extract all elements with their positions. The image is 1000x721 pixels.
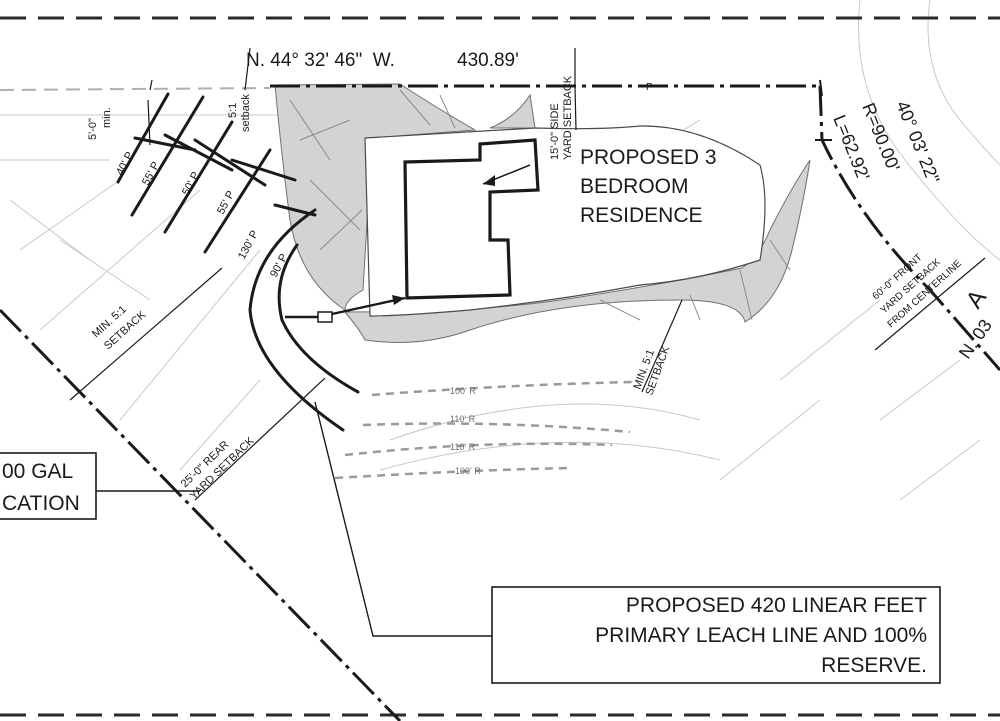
side-yard-setback-line-1: 15'-0" SIDE <box>549 103 561 160</box>
leader-lines <box>96 401 492 637</box>
reserve-label-2: 110' R <box>450 414 476 424</box>
road-bearing-fragment: N. 03 <box>955 316 996 363</box>
leach-note-line-2: PRIMARY LEACH LINE AND 100% <box>595 624 927 647</box>
leach-note-box <box>491 586 941 684</box>
sewer-arrow <box>392 295 405 305</box>
boundary-bearing: N. 44° 32' 46" W. <box>246 50 395 71</box>
residence-footprint <box>403 138 540 300</box>
graded-areas <box>274 83 811 343</box>
tank-note-line-2: CATION <box>2 492 80 515</box>
residence-label-line-2: BEDROOM <box>580 175 689 198</box>
leach-note-line-3: RESERVE. <box>821 654 927 677</box>
residence-arrow <box>483 175 495 186</box>
rear-lot-line <box>0 87 271 91</box>
top-min-line-2: min. <box>101 107 113 128</box>
boundary-distance: 430.89' <box>457 50 519 71</box>
property-lines <box>0 84 1000 721</box>
graded-area-hatch <box>289 89 791 321</box>
side-yard-setback-line-2: YARD SETBACK <box>562 75 574 160</box>
leach-note-line-1: PROPOSED 420 LINEAR FEET <box>626 594 927 617</box>
curve-tick <box>815 79 832 141</box>
building-sewer <box>285 296 406 319</box>
reserve-label-1: 100' R <box>450 386 476 396</box>
primary-label-5: 130' P <box>236 229 261 262</box>
residence-label-line-3: RESIDENCE <box>580 204 703 227</box>
building-pad <box>364 125 766 317</box>
primary-label-4: 55' P <box>215 189 237 216</box>
primary-label-1: 40' P <box>114 150 136 177</box>
tank-location-box <box>0 452 97 520</box>
property-mark: P <box>646 82 653 93</box>
road-letter: A <box>961 285 992 314</box>
primary-leach-lines <box>116 92 360 432</box>
top-setback-line-2: setback <box>240 94 252 132</box>
septic-tank <box>317 311 333 323</box>
reserve-leach-lines <box>334 380 633 480</box>
residence-label-line-1: PROPOSED 3 <box>580 146 717 169</box>
primary-label-3: 50' P <box>180 170 202 197</box>
primary-label-2: 55' P <box>140 160 162 187</box>
curve-delta: 40° 03' 22" <box>892 98 943 186</box>
reserve-label-3: 110' R <box>450 442 476 452</box>
top-min-line-1: 5'-0" <box>87 118 99 140</box>
dimension-lines <box>69 47 986 501</box>
tank-note-line-1: 00 GAL <box>2 460 73 483</box>
reserve-label-4: 100' R <box>455 466 481 476</box>
top-setback-line-1: 5:1 <box>227 103 239 118</box>
